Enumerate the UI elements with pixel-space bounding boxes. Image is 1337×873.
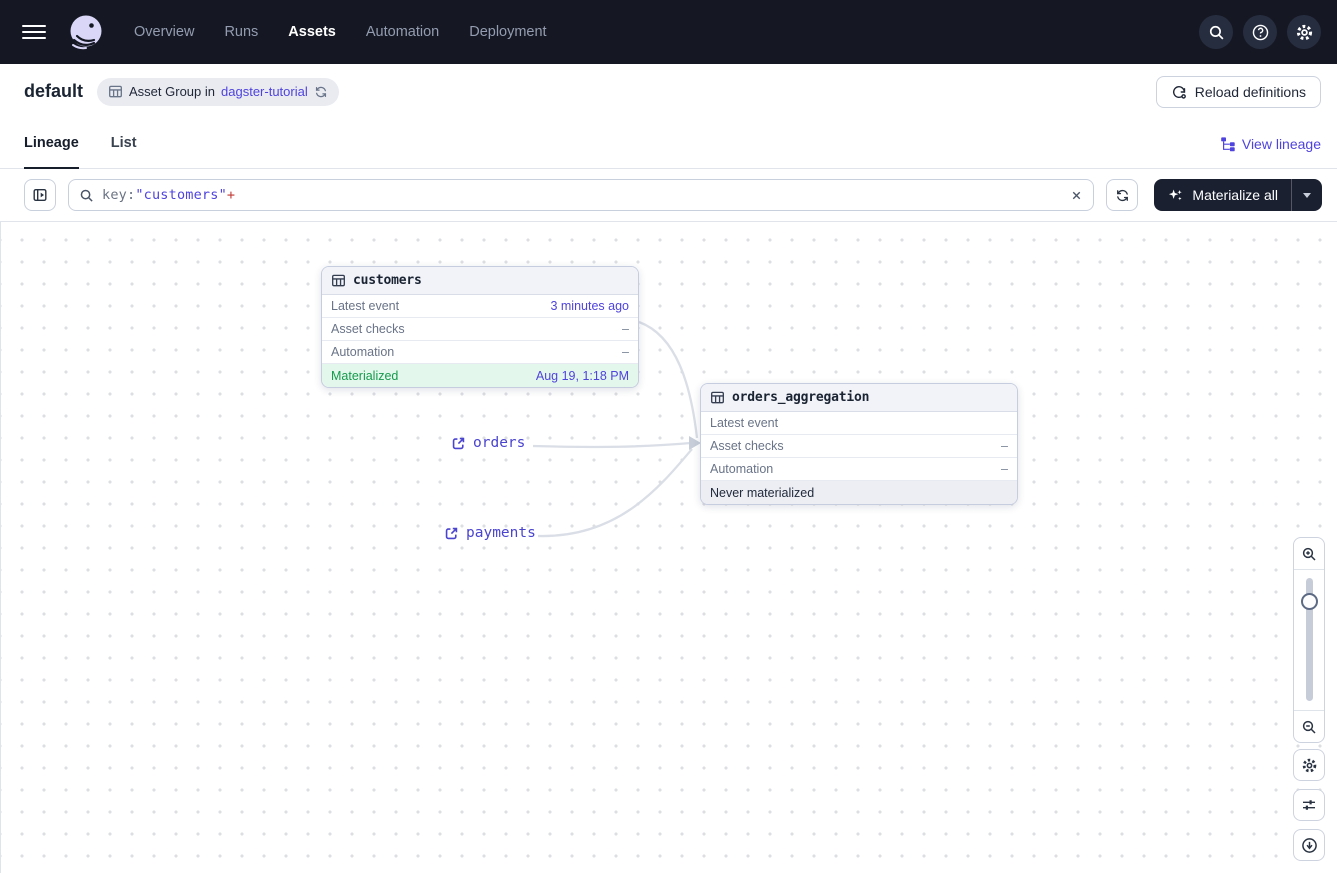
table-icon — [711, 391, 724, 404]
close-icon — [1073, 191, 1081, 199]
node-row-never-materialized: Never materialized — [701, 481, 1017, 504]
external-link-icon — [445, 527, 458, 539]
node-row-asset-checks: Asset checks – — [701, 435, 1017, 458]
lineage-canvas[interactable]: customers Latest event 3 minutes ago Ass… — [0, 222, 1337, 873]
graph-settings-button[interactable] — [1293, 749, 1325, 781]
asset-node-orders-aggregation[interactable]: orders_aggregation Latest event Asset ch… — [700, 383, 1018, 505]
latest-event-link[interactable]: 3 minutes ago — [550, 299, 629, 313]
zoom-out-button[interactable] — [1294, 710, 1324, 742]
nav-automation[interactable]: Automation — [365, 24, 440, 40]
materialize-split-button: Materialize all — [1154, 179, 1322, 211]
zoom-slider-handle[interactable] — [1301, 593, 1318, 610]
asset-group-badge: Asset Group in dagster-tutorial — [97, 77, 339, 106]
graph-toolbar: key:"customers"+ Materialize all — [0, 169, 1337, 222]
node-row-asset-checks: Asset checks – — [322, 318, 638, 341]
materialize-options-button[interactable] — [1292, 179, 1322, 211]
page-header: default Asset Group in dagster-tutorial … — [0, 64, 1337, 119]
asset-name: customers — [353, 273, 422, 288]
edge-payments — [537, 448, 693, 538]
help-icon — [1252, 24, 1268, 40]
external-link-icon — [452, 437, 465, 449]
reload-label: Reload definitions — [1194, 83, 1306, 100]
lineage-edges — [532, 320, 701, 538]
gear-icon — [1296, 24, 1312, 40]
node-row-latest-event: Latest event 3 minutes ago — [322, 295, 638, 318]
zoom-slider-track[interactable] — [1306, 578, 1313, 701]
asset-search-input[interactable]: key:"customers"+ — [68, 179, 1095, 211]
panel-expand-icon — [33, 189, 47, 202]
reload-definitions-button[interactable]: Reload definitions — [1155, 75, 1321, 108]
recenter-icon — [1301, 837, 1317, 853]
help-button[interactable] — [1243, 15, 1277, 49]
materialization-link[interactable]: Aug 19, 1:18 PM — [535, 368, 629, 383]
tabs-bar: Lineage List View lineage — [0, 119, 1337, 169]
zoom-out-icon — [1302, 720, 1316, 734]
lineage-graph-icon — [1221, 136, 1235, 151]
status-badge: Never materialized — [710, 485, 815, 500]
dagster-logo[interactable] — [66, 12, 106, 52]
reload-icon — [1172, 85, 1186, 99]
tab-lineage[interactable]: Lineage — [24, 119, 79, 169]
asset-name: orders_aggregation — [732, 390, 870, 405]
primary-nav: Overview Runs Assets Automation Deployme… — [134, 24, 547, 40]
code-location-link[interactable]: dagster-tutorial — [221, 84, 308, 99]
table-icon — [332, 274, 345, 287]
nav-assets[interactable]: Assets — [288, 24, 336, 40]
search-icon — [80, 189, 93, 202]
page-title: default — [24, 81, 84, 101]
zoom-in-button[interactable] — [1294, 538, 1324, 570]
materialize-all-button[interactable]: Materialize all — [1154, 179, 1291, 211]
nav-deployment[interactable]: Deployment — [469, 24, 547, 40]
node-row-automation: Automation – — [701, 458, 1017, 481]
recenter-graph-button[interactable] — [1293, 829, 1325, 861]
hamburger-menu-icon[interactable] — [16, 14, 52, 50]
search-icon — [1209, 25, 1223, 39]
top-navbar: Overview Runs Assets Automation Deployme… — [0, 0, 1337, 64]
sparkle-icon — [1169, 188, 1183, 200]
refresh-icon — [1116, 189, 1128, 201]
edge-orders — [532, 441, 692, 449]
node-row-latest-event: Latest event — [701, 412, 1017, 435]
view-lineage-link[interactable]: View lineage — [1220, 136, 1321, 152]
zoom-control-group — [1293, 537, 1325, 743]
settings-button[interactable] — [1287, 15, 1321, 49]
table-icon — [108, 84, 123, 99]
zoom-slider[interactable] — [1294, 570, 1324, 710]
asset-node-customers[interactable]: customers Latest event 3 minutes ago Ass… — [321, 266, 639, 388]
nav-runs[interactable]: Runs — [224, 24, 259, 40]
chevron-down-icon — [1303, 192, 1311, 198]
graph-filters-button[interactable] — [1293, 789, 1325, 821]
search-button[interactable] — [1199, 15, 1233, 49]
divider — [1291, 179, 1292, 211]
clear-search-button[interactable] — [1070, 189, 1083, 202]
tune-filters-icon — [1303, 800, 1315, 810]
nav-overview[interactable]: Overview — [134, 24, 195, 40]
external-asset-orders[interactable]: orders — [451, 435, 525, 451]
tab-list[interactable]: List — [110, 135, 137, 151]
badge-prefix: Asset Group in — [129, 84, 216, 99]
zoom-in-icon — [1302, 547, 1316, 561]
expand-sidebar-button[interactable] — [24, 179, 56, 211]
search-query: key:"customers"+ — [102, 187, 236, 203]
refresh-graph-button[interactable] — [1106, 179, 1139, 211]
gear-icon — [1302, 758, 1316, 772]
refresh-icon[interactable] — [314, 85, 328, 99]
node-row-materialized: Materialized Aug 19, 1:18 PM — [322, 364, 638, 387]
edge-customers — [638, 320, 699, 439]
status-badge: Materialized — [331, 368, 399, 383]
external-asset-payments[interactable]: payments — [444, 525, 536, 541]
node-row-automation: Automation – — [322, 341, 638, 364]
